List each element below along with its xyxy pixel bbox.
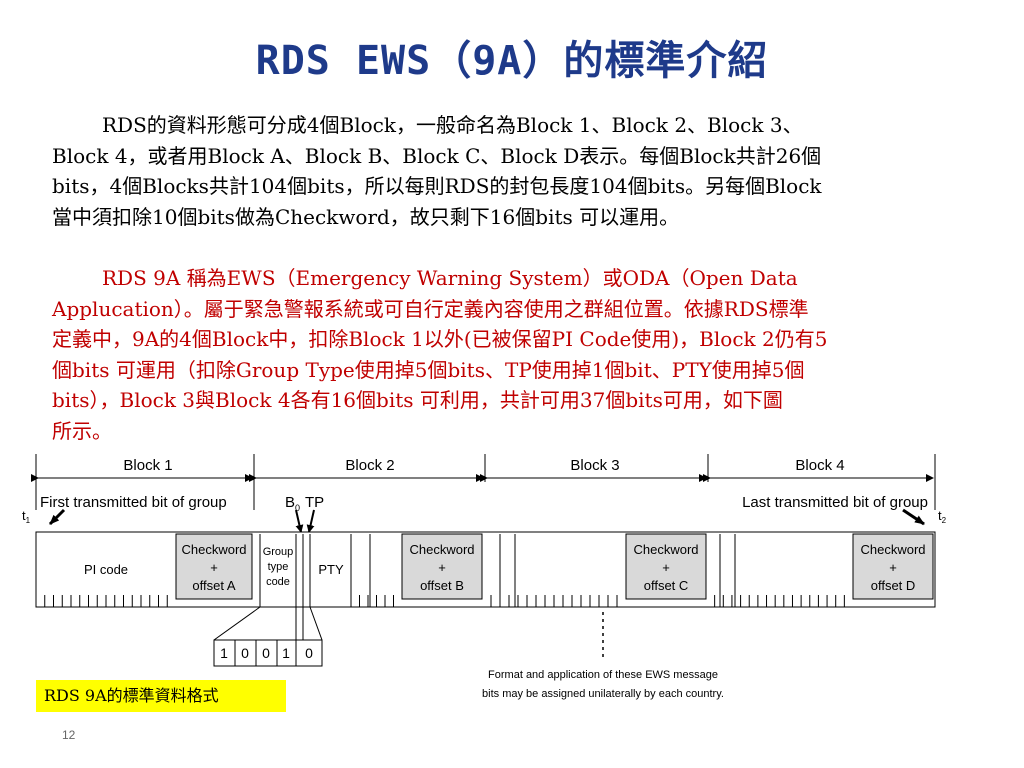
b0-arrow [295, 509, 304, 533]
paragraph-line: 定義中，9A的4個Block中，扣除Block 1以外(已被保留PI Code使… [52, 327, 828, 351]
offset-a-label: offset A [192, 578, 235, 593]
rds-block-diagram: Block 1 Block 2 Block 3 Block 4 First tr… [22, 454, 947, 700]
paragraph-line: 所示。 [52, 418, 112, 443]
page-title: RDS EWS（9A）的標準介紹 [255, 38, 769, 84]
checkword-label: Checkword [409, 542, 474, 557]
plus-label: + [438, 560, 446, 575]
paragraph-line: bits，4個Blocks共計104個bits，所以每則RDS的封包長度104個… [52, 174, 822, 198]
intro-paragraph: RDS的資料形態可分成4個Block，一般命名為Block 1、Block 2、… [52, 110, 1002, 232]
checkword-box-c [625, 533, 707, 600]
t1-label: t1 [22, 508, 31, 525]
plus-label: + [889, 560, 897, 575]
checkword-box-a [175, 533, 253, 600]
paragraph-line: Block 4，或者用Block A、Block B、Block C、Block… [52, 143, 822, 168]
ews-paragraph: RDS 9A 稱為EWS（Emergency Warning System）或O… [52, 263, 1002, 446]
b0-label: B0 [285, 494, 300, 513]
paragraph-line: Applucation）。屬于緊急警報系統或可自行定義內容使用之群組位置。依據R… [52, 296, 809, 321]
paragraph-line: RDS的資料形態可分成4個Block，一般命名為Block 1、Block 2、… [102, 113, 803, 137]
bit-value: 1 [220, 645, 228, 661]
bit-value: 0 [305, 645, 313, 661]
note-line: Format and application of these EWS mess… [488, 669, 718, 681]
page-number: 12 [62, 728, 76, 742]
first-bit-label: First transmitted bit of group [40, 494, 227, 511]
last-bit-arrow [902, 508, 925, 526]
group-type-label: type [268, 561, 289, 573]
group-type-label: code [266, 576, 290, 588]
tp-arrow [306, 509, 315, 533]
group-type-label: Group [263, 546, 294, 558]
plus-label: + [210, 560, 218, 575]
paragraph-line: 當中須扣除10個bits做為Checkword，故只剩下16個bits 可以運用… [52, 204, 680, 229]
t2-label: t2 [938, 508, 947, 525]
checkword-box-d [852, 533, 934, 600]
block-2-label: Block 2 [345, 457, 394, 474]
checkword-label: Checkword [860, 542, 925, 557]
offset-b-label: offset B [420, 578, 464, 593]
bit-row [35, 531, 936, 608]
checkword-label: Checkword [181, 542, 246, 557]
plus-label: + [662, 560, 670, 575]
group-type-bits: 1 0 0 1 0 [213, 639, 323, 667]
figure-caption: RDS 9A的標準資料格式 [36, 680, 286, 712]
block-1-label: Block 1 [123, 457, 172, 474]
paragraph-line: bits），Block 3與Block 4各有16個bits 可利用，共計可用3… [52, 388, 783, 412]
checkword-label: Checkword [633, 542, 698, 557]
last-bit-label: Last transmitted bit of group [742, 494, 928, 511]
first-bit-arrow [48, 508, 66, 526]
bit-value: 0 [262, 645, 270, 661]
tp-label: TP [305, 494, 324, 511]
bit-value: 0 [241, 645, 249, 661]
bit-value: 1 [282, 645, 290, 661]
pi-code-label: PI code [84, 562, 128, 577]
block-4-label: Block 4 [795, 457, 844, 474]
pty-label: PTY [318, 562, 344, 577]
offset-c-label: offset C [644, 578, 689, 593]
note-line: bits may be assigned unilaterally by eac… [482, 688, 724, 700]
paragraph-line: 個bits 可運用（扣除Group Type使用掉5個bits、TP使用掉1個b… [52, 357, 805, 382]
group-type-expansion [213, 606, 323, 641]
checkword-box-b [401, 533, 483, 600]
paragraph-line: RDS 9A 稱為EWS（Emergency Warning System）或O… [102, 266, 798, 290]
block-3-label: Block 3 [570, 457, 619, 474]
block-span-bar [31, 454, 936, 510]
offset-d-label: offset D [871, 578, 916, 593]
